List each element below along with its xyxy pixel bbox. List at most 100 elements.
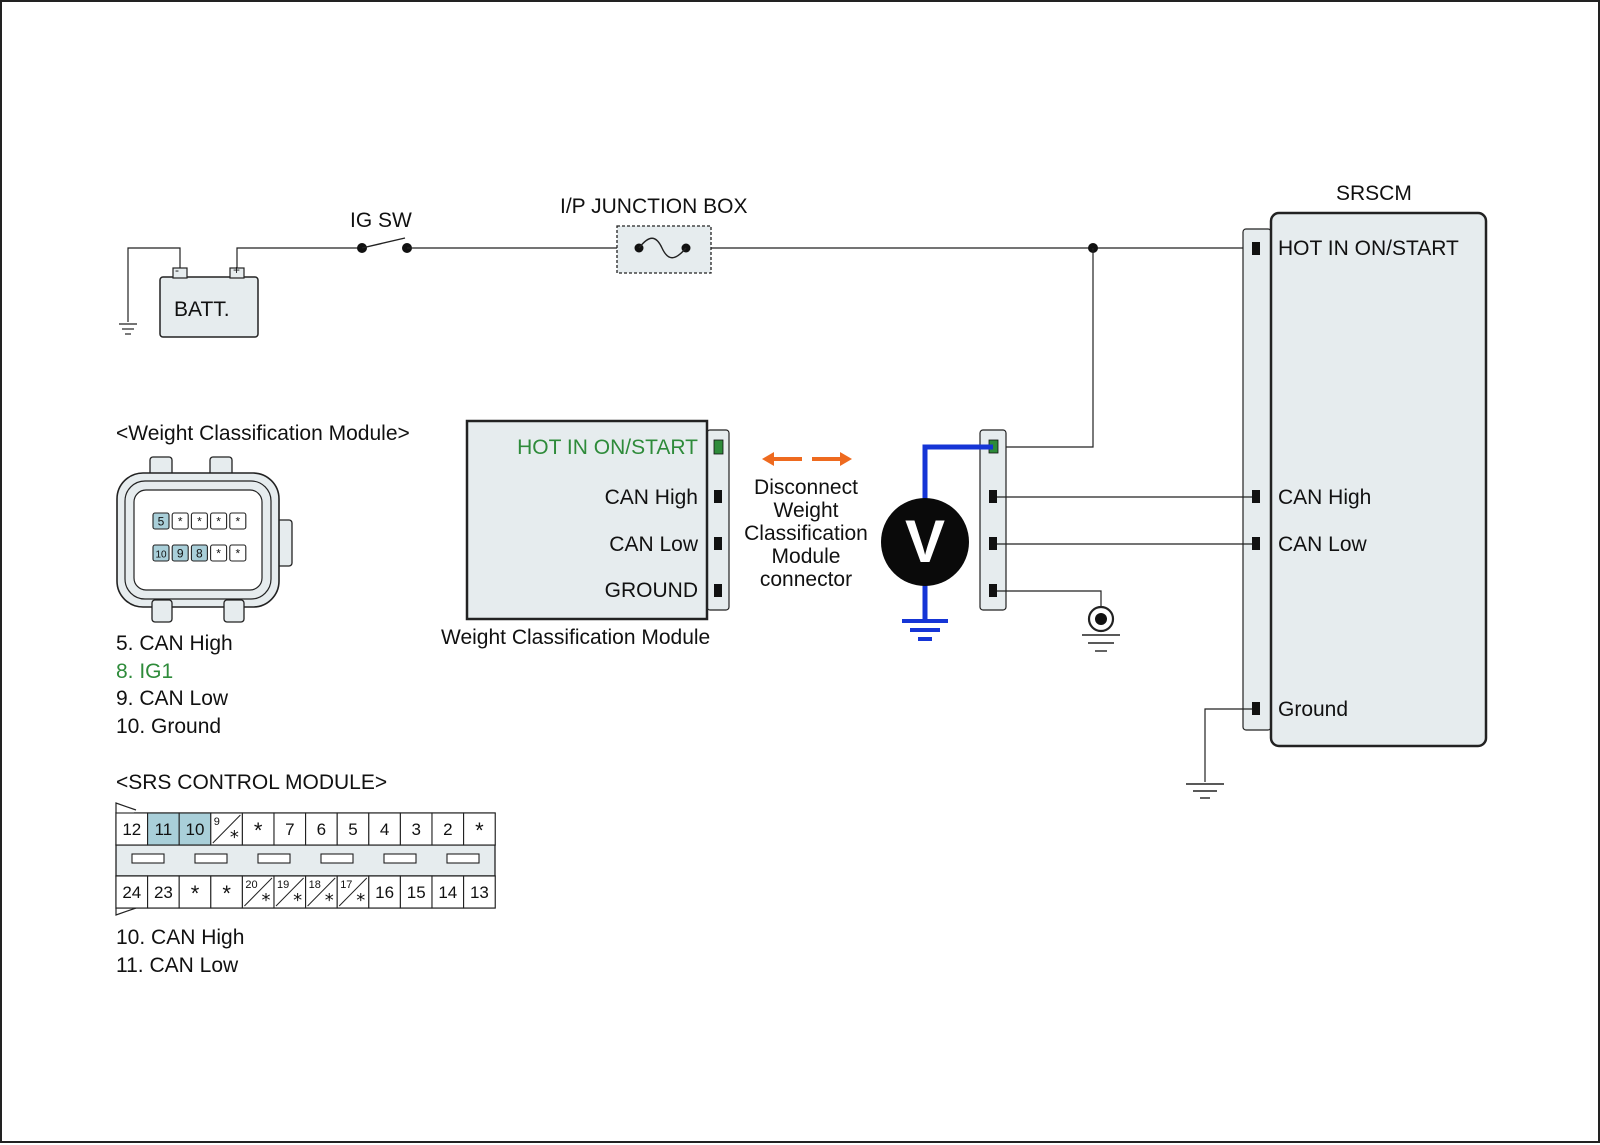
- srscm-hot-in-label: HOT IN ON/START: [1278, 237, 1459, 260]
- wcm-pin-cell: 5: [152, 512, 170, 530]
- wcm-pin-cell: *: [171, 512, 189, 530]
- srs-pin-cell: *: [241, 812, 275, 846]
- voltmeter-symbol: V: [904, 508, 946, 575]
- svg-text:*: *: [475, 818, 484, 843]
- svg-text:2: 2: [443, 820, 452, 839]
- svg-text:*: *: [254, 818, 263, 843]
- srscm-title: SRSCM: [1336, 182, 1412, 205]
- svg-text:5: 5: [158, 515, 165, 529]
- srs-pin-cell: 19 *: [273, 875, 307, 911]
- instruction-line: Disconnect: [754, 476, 858, 499]
- svg-text:*: *: [178, 515, 183, 529]
- harness-connector-shape: [979, 429, 1252, 652]
- ig-switch-symbol: [357, 237, 617, 253]
- wcm-can-low-label: CAN Low: [609, 533, 698, 556]
- srs-pin-cell: *: [463, 812, 496, 846]
- svg-text:5: 5: [348, 820, 357, 839]
- battery-minus-label: -: [175, 263, 179, 277]
- srscm-can-high-label: CAN High: [1278, 486, 1372, 509]
- battery-symbol: [119, 247, 362, 338]
- svg-text:10: 10: [186, 820, 205, 839]
- srscm-module-shape: [1186, 211, 1488, 799]
- srs-pin-cell: 4: [368, 812, 401, 846]
- srscm-can-low-label: CAN Low: [1278, 533, 1367, 556]
- svg-text:19: 19: [277, 879, 289, 891]
- instruction-line: connector: [759, 568, 853, 591]
- wcm-pin-cell: 9: [171, 544, 189, 562]
- srs-pin-cell: *: [210, 875, 243, 909]
- srs-pin-cell: 12: [115, 812, 149, 846]
- srs-connector-title: <SRS CONTROL MODULE>: [116, 771, 388, 794]
- srs-pin-item: 11. CAN Low: [116, 953, 239, 977]
- svg-text:*: *: [222, 881, 231, 906]
- srs-pin-cell: 3: [399, 812, 433, 846]
- svg-text:16: 16: [375, 883, 394, 902]
- svg-text:*: *: [230, 827, 239, 848]
- svg-text:*: *: [293, 890, 302, 911]
- srs-pin-cell: 24: [115, 875, 149, 909]
- wcm-connector-title: <Weight Classification Module>: [116, 422, 410, 445]
- srs-pin-item: 10. CAN High: [116, 926, 245, 949]
- svg-text:*: *: [216, 515, 221, 529]
- wcm-pin-item-highlighted: 8. IG1: [116, 659, 174, 683]
- svg-text:10: 10: [155, 550, 167, 561]
- voltmeter: [881, 444, 993, 641]
- ig-switch-label: IG SW: [350, 209, 412, 232]
- disconnect-instruction: Disconnect Weight Classification Module …: [726, 476, 886, 591]
- svg-text:*: *: [216, 547, 221, 561]
- wcm-pin-cell: *: [229, 512, 247, 530]
- srs-pin-cell: 6: [305, 812, 338, 846]
- srs-pin-cell: 16: [368, 875, 401, 909]
- srs-pin-cell: *: [178, 875, 212, 909]
- wcm-pin-cell: *: [229, 544, 247, 562]
- svg-text:24: 24: [122, 883, 141, 902]
- svg-text:*: *: [191, 881, 200, 906]
- svg-text:15: 15: [407, 883, 426, 902]
- junction-box-label: I/P JUNCTION BOX: [560, 195, 748, 218]
- svg-text:*: *: [235, 515, 240, 529]
- svg-text:3: 3: [411, 820, 420, 839]
- srs-pin-cell: 10: [178, 812, 212, 846]
- wcm-pin-cell: *: [190, 512, 208, 530]
- svg-text:7: 7: [285, 820, 294, 839]
- wcm-pin-cell: 8: [190, 544, 208, 562]
- svg-text:12: 12: [122, 820, 141, 839]
- wcm-connector-face: [116, 456, 293, 623]
- svg-text:8: 8: [196, 547, 203, 561]
- srs-pin-cell: 20 *: [241, 875, 275, 911]
- svg-text:*: *: [235, 547, 240, 561]
- instruction-line: Classification: [744, 522, 868, 545]
- svg-text:11: 11: [155, 820, 173, 839]
- fuse-symbol: [616, 225, 1255, 274]
- srs-pin-cell: 17 *: [336, 875, 370, 911]
- svg-text:17: 17: [340, 879, 352, 891]
- svg-text:20: 20: [245, 879, 257, 891]
- wcm-pin-cell: *: [210, 512, 228, 530]
- wcm-pin-list: 5. CAN High 8. IG1 9. CAN Low 10. Ground: [116, 630, 233, 740]
- srs-pin-cell: 23: [147, 875, 180, 909]
- srs-pin-cell: 14: [431, 875, 465, 909]
- srs-pin-cell: 7: [273, 812, 307, 846]
- ig-branch-wire: [990, 248, 1094, 448]
- battery-plus-label: +: [233, 263, 241, 277]
- wcm-module-shape: [465, 419, 730, 621]
- wcm-pin-item: 9. CAN Low: [116, 687, 229, 710]
- svg-text:18: 18: [309, 879, 321, 891]
- srs-pin-list: 10. CAN High 11. CAN Low: [116, 924, 244, 979]
- srscm-ground-label: Ground: [1278, 698, 1349, 721]
- srs-pin-cell: 5: [336, 812, 370, 846]
- svg-text:14: 14: [438, 883, 457, 902]
- srs-pin-cell: 15: [399, 875, 433, 909]
- instruction-line: Weight: [773, 499, 839, 522]
- srs-pin-cell: 9*: [210, 812, 243, 848]
- srs-pin-cell: 13: [463, 875, 496, 909]
- wcm-pin-cell: 10: [152, 544, 170, 562]
- wcm-pin-cell: *: [210, 544, 228, 562]
- svg-text:*: *: [262, 890, 271, 911]
- svg-text:*: *: [356, 890, 365, 911]
- svg-text:9: 9: [177, 547, 184, 561]
- wcm-can-high-label: CAN High: [604, 486, 698, 509]
